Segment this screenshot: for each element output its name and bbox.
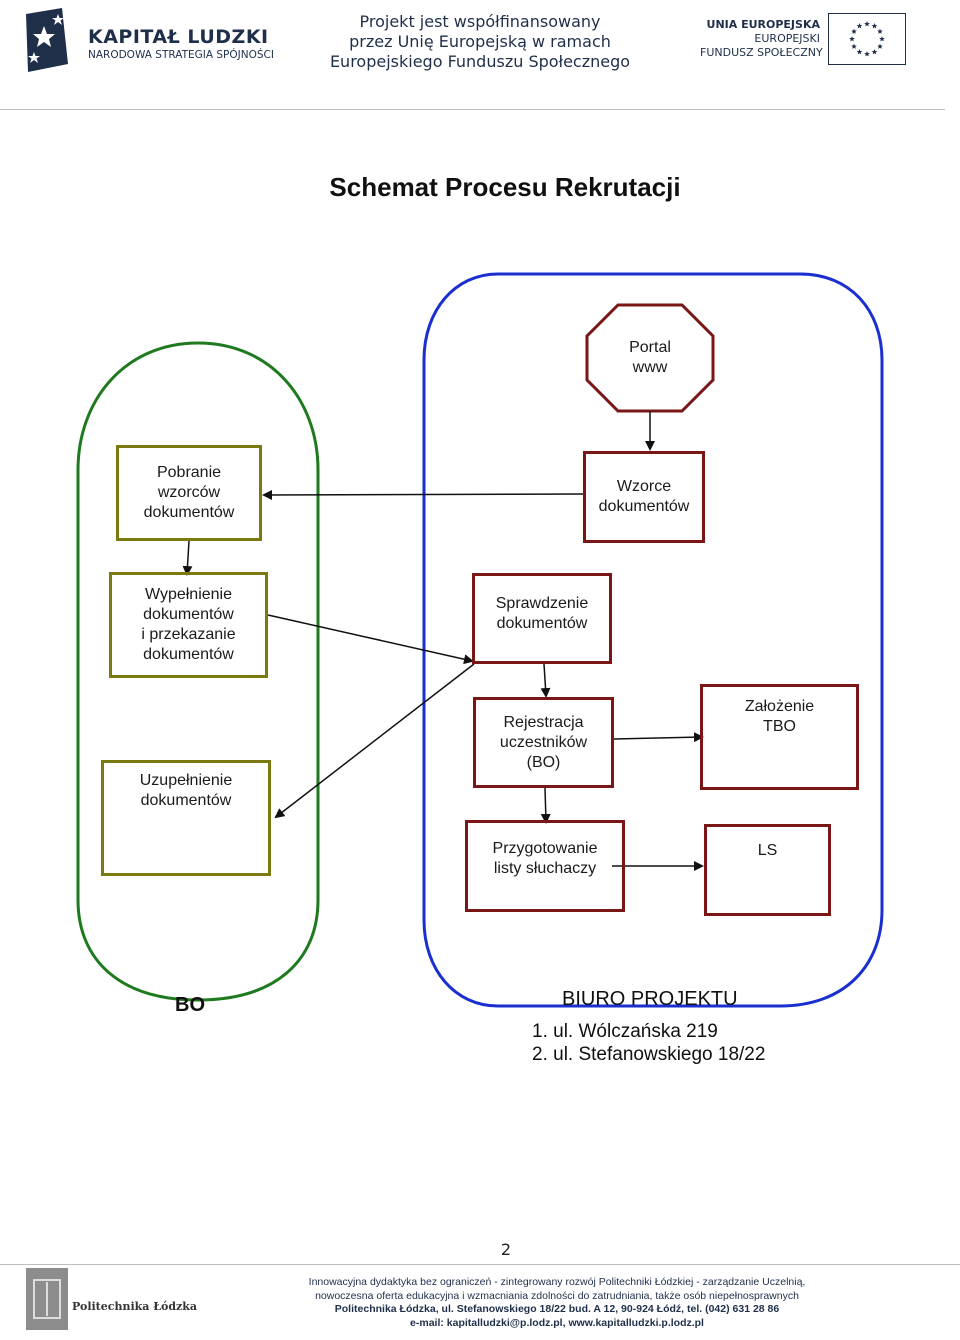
- cofinancing-line-3: Europejskiego Funduszu Społecznego: [329, 52, 631, 71]
- footer-divider: [0, 1264, 960, 1265]
- footer-text: Innowacyjna dydaktyka bez ograniczeń - z…: [262, 1276, 852, 1330]
- eu-star-icon: [851, 43, 857, 49]
- arrow-sprawdzenie-to-rejestracja: [540, 663, 551, 698]
- kapital-ludzki-logo: KAPITAŁ LUDZKI NARODOWA STRATEGIA SPÓJNO…: [22, 4, 274, 78]
- wypelnienie-box: Wypełnienie dokumentów i przekazanie dok…: [109, 572, 268, 678]
- przygotowanie-label: Przygotowanie listy słuchaczy: [492, 840, 598, 877]
- arrow-pobranie-to-wypelnienie: [182, 540, 193, 576]
- address-2: 2. ul. Stefanowskiego 18/22: [532, 1044, 766, 1065]
- biuro-group-label: BIURO PROJEKTU: [562, 988, 738, 1010]
- eu-star-icon: [856, 23, 863, 29]
- page-number: 2: [500, 1240, 512, 1259]
- eu-star-icon: [849, 36, 855, 42]
- portal-octagon: [585, 303, 715, 413]
- pobranie-box: Pobranie wzorców dokumentów: [116, 445, 262, 541]
- uzupelnienie-box: Uzupełnienie dokumentów: [101, 760, 271, 876]
- eu-star-icon: [871, 23, 878, 29]
- eu-star-icon: [879, 36, 885, 42]
- footer-line-3: Politechnika Łódzka, ul. Stefanowskiego …: [334, 1303, 780, 1315]
- footer-line-2: nowoczesna oferta edukacyjna i wzmacnian…: [315, 1289, 799, 1302]
- wypelnienie-label: Wypełnienie dokumentów i przekazanie dok…: [141, 586, 236, 663]
- eu-star-icon: [871, 48, 878, 55]
- bo-group-label: BO: [175, 994, 205, 1016]
- wzorce-box: Wzorce dokumentów: [583, 451, 705, 543]
- arrow-rejestracja-to-przygotowanie: [540, 787, 551, 824]
- arrow-wzorce-to-pobranie: [262, 489, 585, 500]
- bo-group-container: [76, 341, 320, 1002]
- politechnika-logo-text: Politechnika Łódzka: [72, 1300, 198, 1313]
- zalozenie-label: Założenie TBO: [744, 698, 815, 735]
- eu-label: UNIA EUROPEJSKA EUROPEJSKI FUNDUSZ SPOŁE…: [700, 18, 823, 60]
- footer-line-1: Innowacyjna dydaktyka bez ograniczeń - z…: [308, 1276, 806, 1288]
- eu-star-icon: [877, 43, 883, 49]
- eu-star-icon: [864, 51, 870, 57]
- arrow-wypelnienie-to-sprawdzenie: [267, 614, 474, 665]
- kapital-ludzki-title: KAPITAŁ LUDZKI: [88, 26, 269, 48]
- page-title: Schemat Procesu Rekrutacji: [329, 172, 681, 202]
- uzupelnienie-label: Uzupełnienie dokumentów: [139, 772, 233, 809]
- politechnika-logo-icon: [26, 1268, 68, 1330]
- eu-label-line-2: EUROPEJSKI: [754, 32, 820, 45]
- sprawdzenie-box: Sprawdzenie dokumentów: [472, 573, 612, 664]
- portal-www-label: Portal www: [629, 339, 671, 376]
- eu-star-icon: [856, 48, 863, 55]
- zalozenie-box: Założenie TBO: [700, 684, 859, 790]
- rejestracja-label: Rejestracja uczestników (BO): [499, 713, 588, 771]
- cofinancing-note: Projekt jest współfinansowany przez Unię…: [300, 12, 660, 72]
- header-divider: [0, 109, 945, 110]
- address-1: 1. ul. Wólczańska 219: [532, 1021, 718, 1042]
- eu-label-line-3: FUNDUSZ SPOŁECZNY: [700, 46, 823, 59]
- cofinancing-line-2: przez Unię Europejską w ramach: [349, 32, 611, 51]
- arrow-rejestracja-to-zalozenie: [613, 732, 704, 743]
- sprawdzenie-label: Sprawdzenie dokumentów: [495, 595, 589, 632]
- pobranie-label: Pobranie wzorców dokumentów: [143, 464, 235, 521]
- ls-label: LS: [757, 842, 778, 859]
- rejestracja-box: Rejestracja uczestników (BO): [473, 697, 614, 788]
- cofinancing-line-1: Projekt jest współfinansowany: [359, 12, 601, 31]
- eu-flag-icon: [828, 13, 906, 65]
- kapital-ludzki-emblem-icon: [26, 8, 68, 72]
- wzorce-label: Wzorce dokumentów: [598, 478, 690, 515]
- kapital-ludzki-subtitle: NARODOWA STRATEGIA SPÓJNOŚCI: [88, 49, 274, 61]
- eu-star-icon: [864, 21, 870, 27]
- biuro-group-container: [422, 272, 884, 1008]
- przygotowanie-box: Przygotowanie listy słuchaczy: [465, 820, 625, 912]
- portal-www-node: Portal www: [592, 310, 708, 406]
- eu-label-line-1: UNIA EUROPEJSKA: [706, 18, 820, 31]
- footer-line-4: e-mail: kapitalludzki@p.lodz.pl, www.kap…: [410, 1316, 704, 1329]
- eu-star-icon: [877, 28, 883, 34]
- eu-star-icon: [851, 28, 857, 34]
- ls-box: LS: [704, 824, 831, 916]
- arrow-sprawdzenie-to-uzupelnienie: [274, 663, 475, 819]
